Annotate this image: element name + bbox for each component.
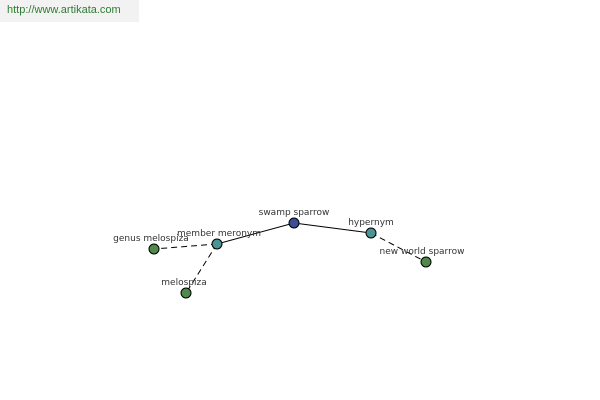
edge-member-meronym-to-genus-melospiza — [153, 243, 218, 250]
node-new-world-sparrow[interactable] — [420, 256, 432, 268]
node-label-hypernym[interactable]: hypernym — [348, 218, 394, 228]
node-member-meronym[interactable] — [211, 238, 223, 250]
edges-layer — [153, 222, 427, 294]
labels-layer: swamp sparrow member meronym hypernym genus… — [113, 208, 464, 288]
source-link-bar: http://www.artikata.com — [0, 0, 139, 22]
edge-swamp-sparrow-to-member-meronym — [216, 222, 295, 245]
node-melospiza[interactable] — [180, 287, 192, 299]
node-label-new-world-sparrow[interactable]: new world sparrow — [380, 247, 465, 257]
node-label-swamp-sparrow[interactable]: swamp sparrow — [259, 208, 330, 218]
node-label-member-meronym[interactable]: member meronym — [177, 229, 261, 239]
edge-swamp-sparrow-to-hypernym — [293, 222, 372, 234]
node-genus-melospiza[interactable] — [148, 243, 160, 255]
node-label-genus-melospiza[interactable]: genus melospiza — [113, 234, 189, 244]
node-hypernym[interactable] — [365, 227, 377, 239]
node-label-melospiza[interactable]: melospiza — [161, 278, 206, 288]
edge-hypernym-to-new-world-sparrow — [370, 232, 427, 263]
nodes-layer — [148, 217, 432, 299]
node-swamp-sparrow[interactable] — [288, 217, 300, 229]
source-link[interactable]: http://www.artikata.com — [7, 4, 121, 16]
